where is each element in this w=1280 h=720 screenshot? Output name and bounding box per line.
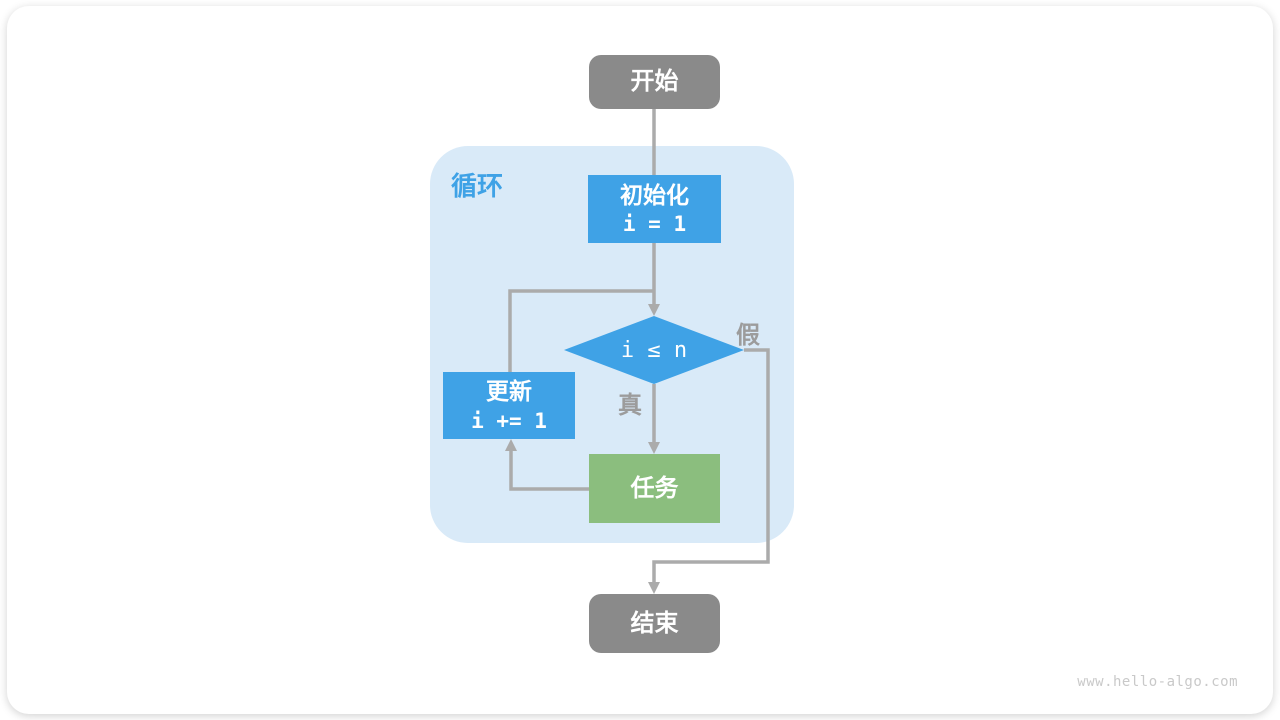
init-node: 初始化 i = 1 — [588, 175, 721, 243]
update-node-code: i += 1 — [471, 408, 547, 433]
end-node-label: 结束 — [630, 609, 679, 637]
condition-expression: i ≤ n — [620, 337, 688, 363]
update-node-title: 更新 — [486, 378, 532, 404]
loop-region-label: 循环 — [451, 171, 504, 201]
init-node-code: i = 1 — [622, 212, 687, 237]
task-node: 任务 — [589, 454, 720, 523]
task-node-label: 任务 — [630, 474, 679, 502]
update-node: 更新 i += 1 — [443, 372, 575, 439]
end-node: 结束 — [589, 594, 720, 653]
branch-false-label: 假 — [736, 322, 760, 349]
init-node-title: 初始化 — [620, 181, 689, 208]
branch-true-label: 真 — [618, 392, 642, 419]
start-node: 开始 — [589, 55, 720, 109]
watermark-text: www.hello-algo.com — [1077, 674, 1238, 690]
start-node-label: 开始 — [630, 68, 679, 95]
